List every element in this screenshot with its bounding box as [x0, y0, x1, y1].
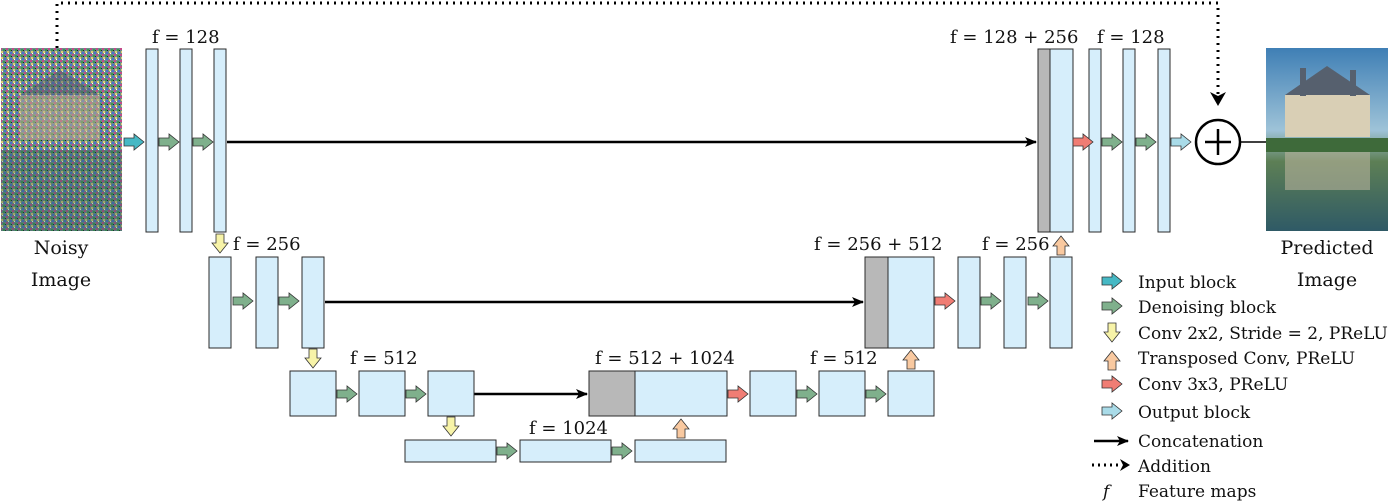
enc3-block-1 [289, 370, 337, 417]
denoising-arrow-enc3-1 [336, 385, 358, 403]
feature-label-dec1: f = 128 [1097, 27, 1165, 48]
denoising-arrow-dec1-1 [1101, 133, 1123, 151]
dec3-block-1 [749, 370, 797, 417]
enc3-block-2 [358, 370, 406, 417]
legend-conv3x3-arrow [1101, 375, 1123, 393]
denoising-arrow-dec1-2 [1135, 133, 1157, 151]
downsample-arrow-3 [442, 416, 460, 437]
enc1-block-3 [213, 48, 227, 233]
feature-label-dec3: f = 512 [810, 348, 878, 369]
input-block-arrow [123, 133, 145, 151]
dec3-concat-gray [588, 370, 636, 417]
addition-arrowhead [1210, 92, 1226, 106]
feature-label-dec2: f = 256 [982, 234, 1050, 255]
legend-addition-label: Addition [1137, 457, 1211, 477]
legend-input-block-arrow [1101, 272, 1123, 290]
feature-label-bottleneck: f = 1024 [529, 418, 608, 439]
dec1-block-3 [1157, 48, 1171, 233]
conv3x3-arrow-dec1 [1072, 133, 1094, 151]
bottleneck-block-3 [634, 439, 727, 463]
legend-output-block-label: Output block [1138, 403, 1251, 423]
bottleneck-block-2 [519, 439, 612, 463]
feature-label-dec3-concat: f = 512 + 1024 [595, 348, 735, 369]
dec1-concat-gray [1037, 48, 1051, 233]
legend-transposed-conv-arrow [1103, 350, 1121, 371]
enc1-block-2 [179, 48, 193, 233]
feature-label-dec1-concat: f = 128 + 256 [950, 27, 1078, 48]
conv3x3-arrow-dec2 [934, 292, 956, 310]
conv3x3-arrow-dec3 [727, 385, 749, 403]
legend-denoising-block-label: Denoising block [1138, 298, 1277, 318]
dec2-concat-gray [864, 256, 889, 349]
downsample-arrow-1 [211, 233, 229, 254]
addition-path [55, 1, 1220, 100]
denoising-arrow-bottleneck-1 [496, 442, 518, 460]
legend-concatenation-label: Concatenation [1138, 432, 1263, 452]
denoising-arrow-enc2-2 [278, 292, 300, 310]
legend-transposed-conv-label: Transposed Conv, PReLU [1138, 349, 1355, 369]
denoising-arrow-dec2-1 [980, 292, 1002, 310]
feature-label-enc2: f = 256 [233, 234, 301, 255]
noisy-image-label-2: Image [31, 269, 91, 291]
dec3-block-3 [887, 370, 935, 417]
legend-conv-stride-label: Conv 2x2, Stride = 2, PReLU [1138, 324, 1388, 344]
output-block-arrow [1170, 133, 1192, 151]
denoising-arrow-dec3-1 [796, 385, 818, 403]
denoising-arrow-dec2-2 [1027, 292, 1049, 310]
dec3-block-2 [818, 370, 866, 417]
predicted-image-label-1: Predicted [1280, 237, 1373, 259]
dec2-block-1 [957, 256, 981, 349]
feature-label-enc3: f = 512 [350, 348, 418, 369]
legend-denoising-block-arrow [1101, 297, 1123, 315]
denoising-arrow-enc1-1 [158, 133, 180, 151]
enc1-block-1 [145, 48, 159, 233]
sum-node [1194, 118, 1242, 166]
dec1-block-2 [1122, 48, 1136, 233]
legend-addition-arrowhead [1120, 459, 1130, 471]
dec2-block-3 [1049, 256, 1073, 349]
legend-conv-stride-arrow [1103, 322, 1121, 343]
legend-feature-maps-label: Feature maps [1138, 482, 1256, 502]
dec1-concat-block [1049, 48, 1074, 233]
denoising-arrow-enc3-2 [405, 385, 427, 403]
denoising-arrow-dec3-2 [865, 385, 887, 403]
enc2-block-1 [208, 256, 232, 349]
denoising-arrow-bottleneck-2 [611, 442, 633, 460]
legend: Input block Denoising block Conv 2x2, St… [1092, 272, 1388, 502]
legend-feature-maps-symbol: f [1101, 482, 1112, 502]
legend-input-block-label: Input block [1138, 273, 1237, 293]
feature-label-enc1: f = 128 [152, 27, 220, 48]
dec2-concat-block [887, 256, 935, 349]
enc2-block-3 [301, 256, 325, 349]
upsample-arrow-2 [902, 349, 920, 370]
noisy-image-label-1: Noisy [34, 237, 89, 259]
legend-output-block-arrow [1101, 402, 1123, 420]
feature-label-dec2-concat: f = 256 + 512 [814, 234, 942, 255]
enc2-block-2 [255, 256, 279, 349]
noisy-image [1, 48, 122, 231]
enc3-block-3 [427, 370, 475, 417]
predicted-image-label-2: Image [1297, 269, 1357, 291]
legend-conv3x3-label: Conv 3x3, PReLU [1138, 375, 1288, 395]
downsample-arrow-2 [304, 348, 322, 369]
dec2-block-2 [1003, 256, 1027, 349]
upsample-arrow-3 [1052, 235, 1070, 256]
denoising-arrow-enc1-2 [192, 133, 214, 151]
denoising-arrow-enc2-1 [232, 292, 254, 310]
upsample-arrow-1 [672, 418, 690, 439]
bottleneck-block-1 [404, 439, 497, 463]
dec3-concat-block [634, 370, 728, 417]
predicted-image [1266, 48, 1388, 231]
